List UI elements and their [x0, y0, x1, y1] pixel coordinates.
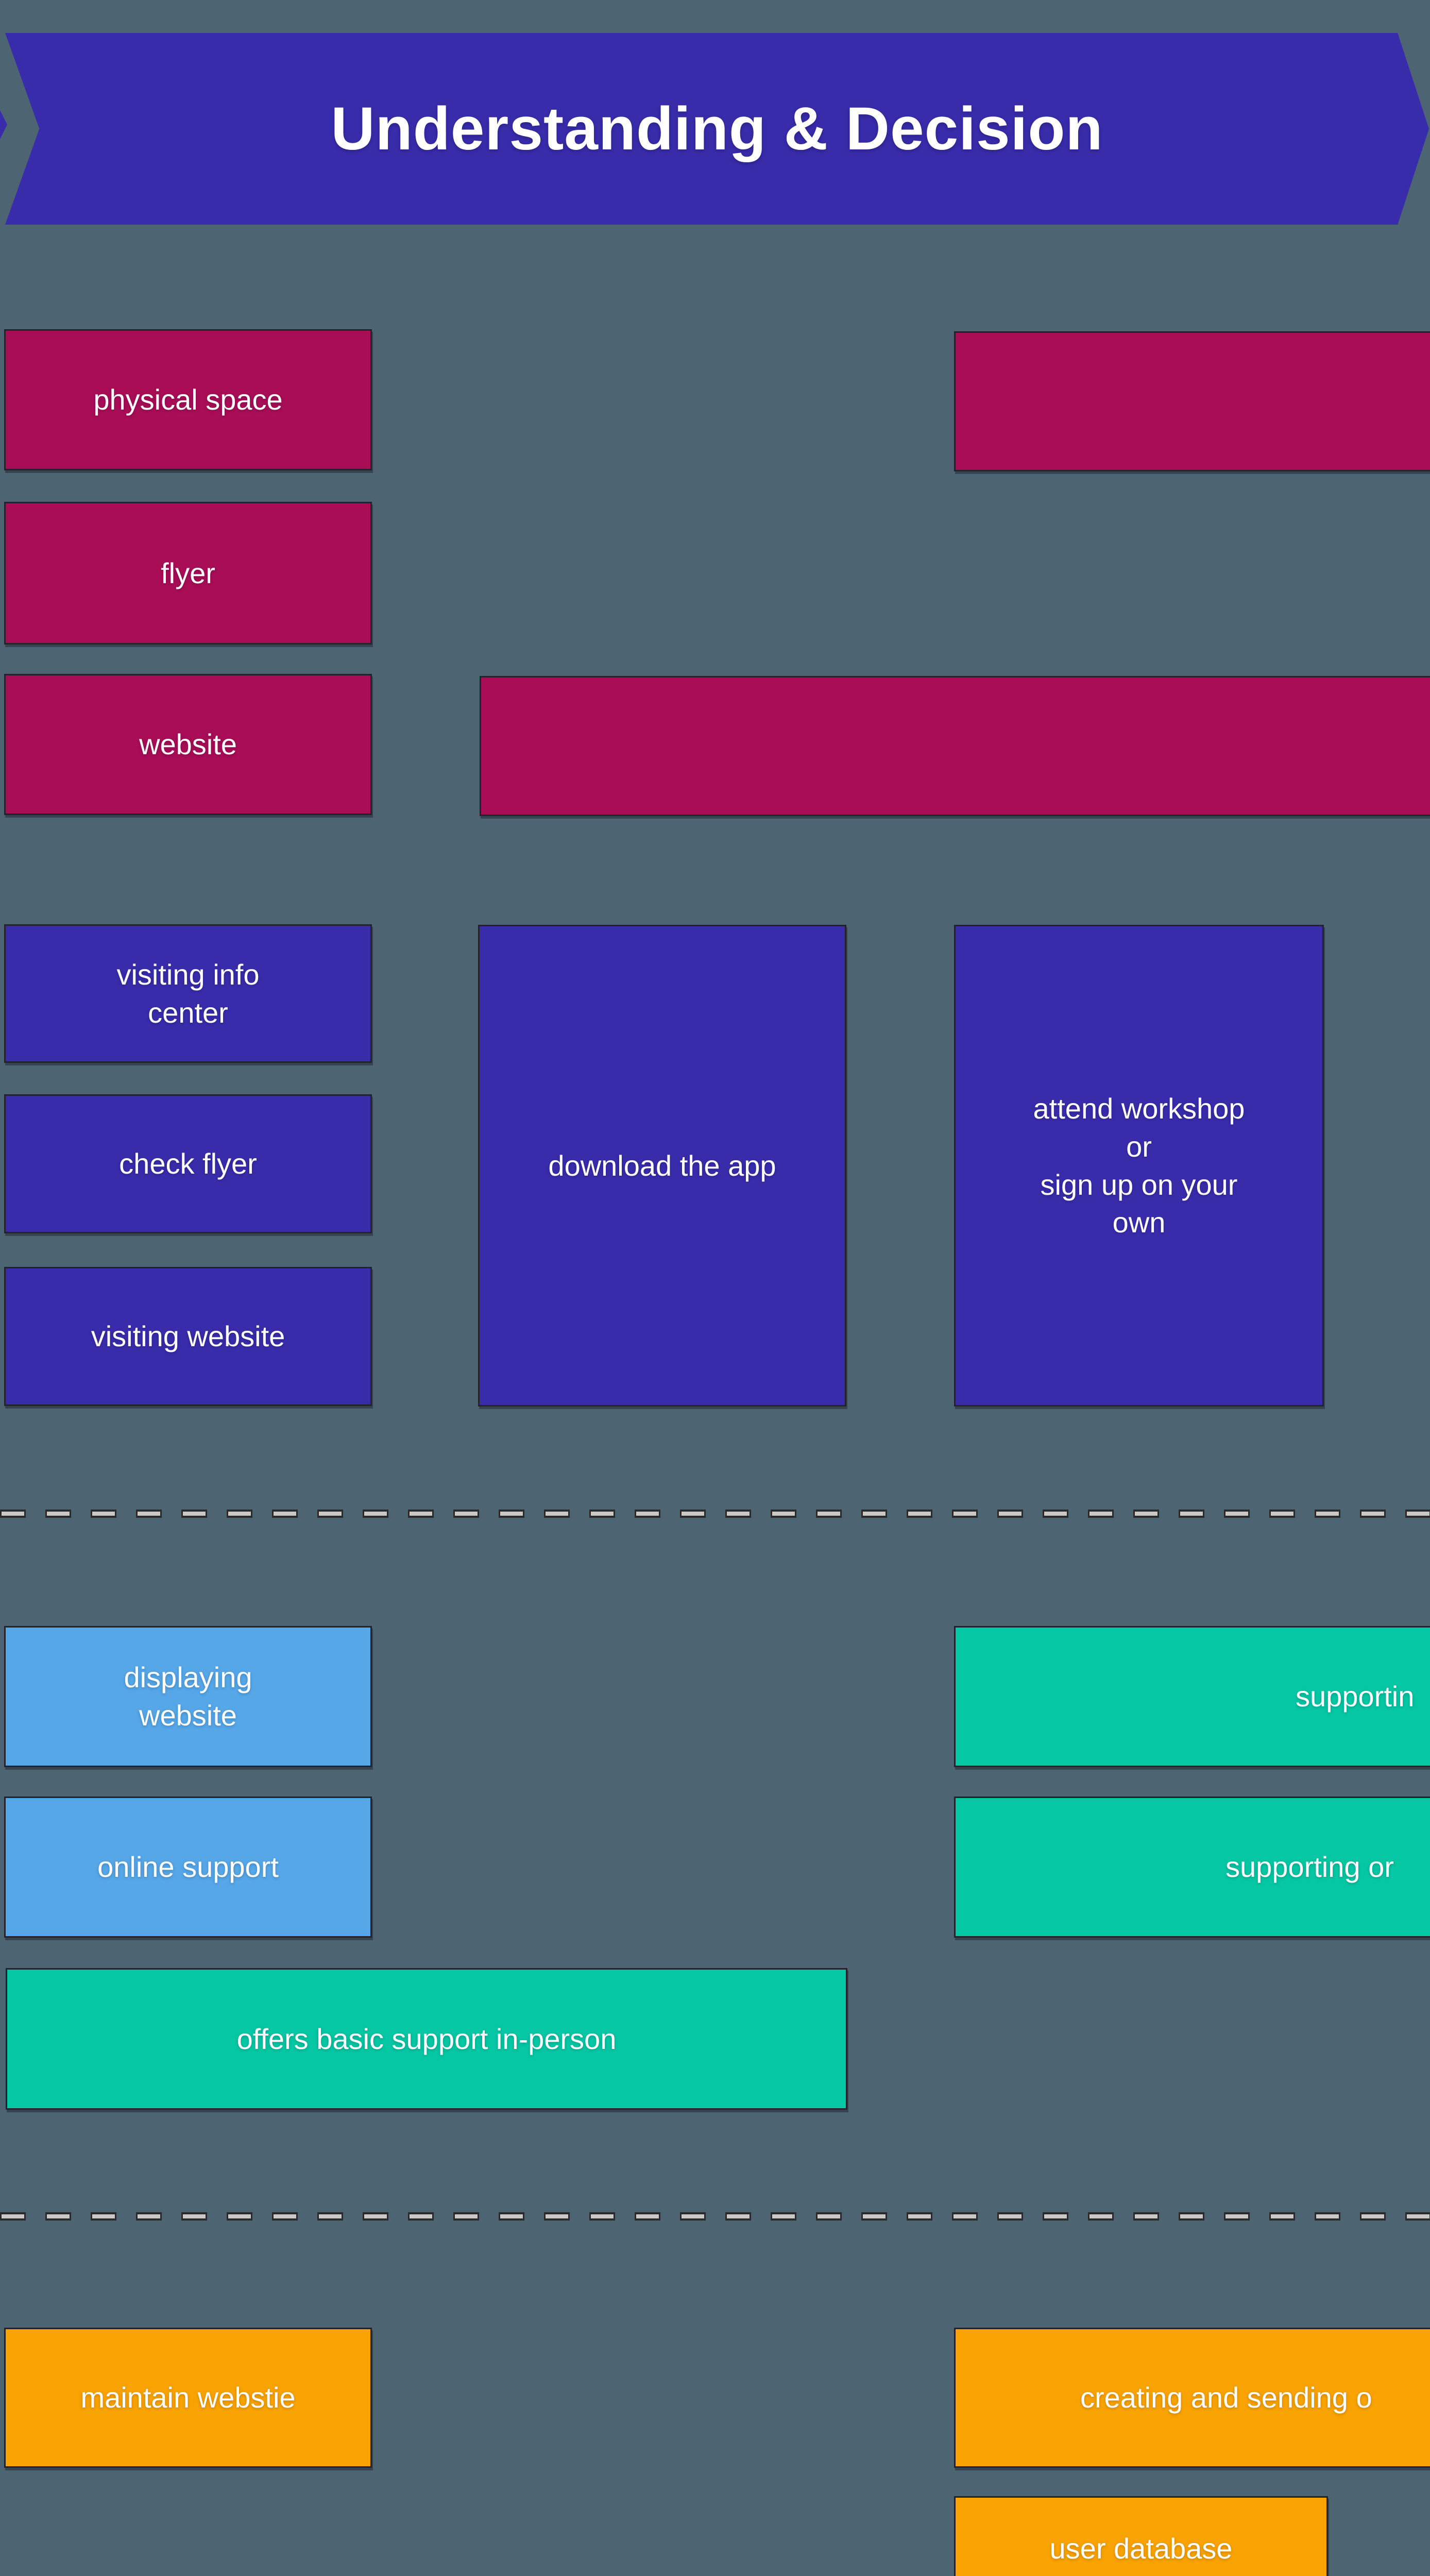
frontstage-supporting-bottom-box: supporting or — [954, 1797, 1430, 1938]
action-visiting-info-center-label: visiting info center — [116, 958, 260, 1029]
backstage-user-database-storage-label: user database storage — [1049, 2532, 1233, 2576]
touchpoint-website-label: website — [139, 728, 237, 761]
backstage-maintain-website-label: maintain webstie — [80, 2381, 296, 2414]
frontstage-supporting-bottom-label: supporting or — [1225, 1851, 1394, 1884]
frontstage-offers-basic-support: offers basic support in-person — [6, 1968, 847, 2110]
frontstage-displaying-website: displaying website — [4, 1626, 372, 1767]
touchpoint-wide-box — [480, 676, 1430, 816]
frontstage-offers-basic-support-label: offers basic support in-person — [236, 2022, 617, 2055]
touchpoint-right-box — [954, 331, 1430, 471]
touchpoint-website: website — [4, 674, 372, 815]
action-visiting-website-label: visiting website — [91, 1320, 285, 1353]
action-download-app: download the app — [478, 925, 846, 1406]
backstage-user-database-storage: user database storage — [954, 2496, 1328, 2576]
phase-banner: Understanding & Decision — [5, 33, 1429, 225]
action-visiting-info-center: visiting info center — [4, 924, 372, 1063]
frontstage-online-support-label: online support — [97, 1851, 279, 1884]
line-of-interaction-divider — [0, 1510, 1430, 1518]
frontstage-supporting-top-box: supportin — [954, 1626, 1430, 1767]
action-attend-workshop-label: attend workshop or sign up on your own — [1033, 1092, 1245, 1239]
frontstage-displaying-website-label: displaying website — [124, 1661, 252, 1732]
backstage-creating-sending-box: creating and sending o — [954, 2328, 1430, 2468]
action-check-flyer: check flyer — [4, 1094, 372, 1233]
backstage-maintain-website: maintain webstie — [4, 2328, 372, 2468]
line-of-visibility-divider — [0, 2212, 1430, 2221]
phase-title: Understanding & Decision — [331, 95, 1103, 163]
action-attend-workshop: attend workshop or sign up on your own — [954, 925, 1324, 1406]
action-visiting-website: visiting website — [4, 1267, 372, 1406]
touchpoint-physical-space: physical space — [4, 329, 372, 470]
action-check-flyer-label: check flyer — [119, 1147, 257, 1180]
action-download-app-label: download the app — [548, 1149, 776, 1182]
backstage-creating-sending-label: creating and sending o — [1080, 2381, 1372, 2414]
previous-phase-arrow-tip — [0, 110, 7, 139]
frontstage-online-support: online support — [4, 1797, 372, 1938]
touchpoint-flyer: flyer — [4, 502, 372, 645]
frontstage-supporting-top-label: supportin — [1296, 1680, 1415, 1713]
touchpoint-physical-space-label: physical space — [93, 383, 283, 416]
touchpoint-flyer-label: flyer — [161, 556, 215, 589]
